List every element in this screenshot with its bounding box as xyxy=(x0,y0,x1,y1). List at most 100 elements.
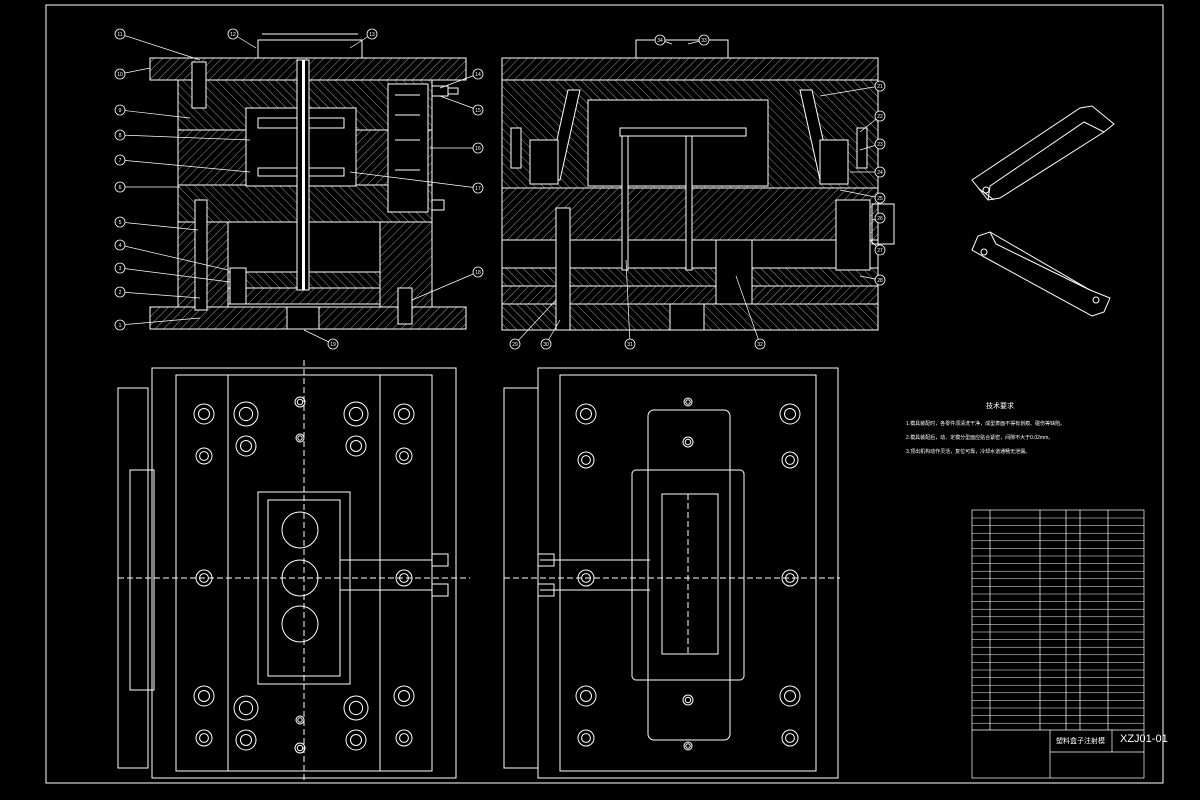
balloon-label: 14 xyxy=(475,72,481,78)
drawing-code: XZJ01-01 xyxy=(1120,733,1168,745)
bolt-hole xyxy=(683,397,693,407)
balloon-9: 9 xyxy=(114,104,191,119)
balloon-3: 3 xyxy=(114,262,231,283)
balloon-8: 8 xyxy=(114,129,251,141)
balloon-label: 21 xyxy=(877,84,883,90)
balloon-6: 6 xyxy=(114,181,180,193)
bolt-hole xyxy=(781,451,799,469)
bolt-hole xyxy=(575,403,597,425)
bolt-hole xyxy=(345,435,367,457)
balloon-label: 34 xyxy=(657,38,663,44)
side-balloon-6: 26 xyxy=(871,212,886,224)
bolt-hole xyxy=(343,695,369,721)
balloon-1: 1 xyxy=(114,317,201,331)
balloon-18: 18 xyxy=(411,266,484,301)
bolt-hole xyxy=(682,436,694,448)
balloon-label: 26 xyxy=(877,216,883,222)
balloon-2: 2 xyxy=(114,286,201,299)
side-balloon-13: 33 xyxy=(687,34,710,46)
balloon-16: 16 xyxy=(430,142,484,154)
balloon-label: 17 xyxy=(475,186,481,192)
balloon-label: 30 xyxy=(543,342,549,348)
balloon-14: 14 xyxy=(439,68,484,89)
balloon-label: 1 xyxy=(119,323,122,329)
part-isometric-view xyxy=(971,105,1115,317)
balloon-label: 9 xyxy=(119,108,122,114)
bolt-hole xyxy=(577,451,595,469)
drawing-title: 塑料盒子注射模 xyxy=(1056,738,1105,745)
bolt-hole xyxy=(294,742,306,754)
side-balloon-10: 30 xyxy=(540,319,561,350)
balloon-label: 16 xyxy=(475,146,481,152)
balloon-label: 3 xyxy=(119,266,122,272)
bolt-hole xyxy=(195,569,213,587)
moving-half-plan-view xyxy=(503,367,840,779)
balloon-7: 7 xyxy=(114,154,251,173)
balloon-15: 15 xyxy=(439,95,484,116)
balloon-label: 24 xyxy=(877,170,883,176)
side-balloon-9: 29 xyxy=(509,299,557,350)
note-line-2: 2.模具装配后，动、定模分型面应贴合紧密，间隙不大于0.02mm。 xyxy=(906,435,1054,441)
balloon-label: 23 xyxy=(877,142,883,148)
side-balloon-1: 21 xyxy=(819,80,886,97)
bolt-hole xyxy=(779,685,801,707)
balloon-5: 5 xyxy=(114,216,199,231)
balloon-4: 4 xyxy=(114,239,229,271)
side-balloon-4: 24 xyxy=(850,166,886,178)
bolt-hole xyxy=(195,729,213,747)
balloon-label: 32 xyxy=(757,342,763,348)
balloon-label: 8 xyxy=(119,133,122,139)
balloon-19: 19 xyxy=(303,329,339,350)
title-block xyxy=(971,509,1145,779)
bolt-hole xyxy=(577,569,595,587)
bolt-hole xyxy=(294,396,306,408)
note-line-3: 3.顶出机构动作灵活，复位可靠，冷却水道通畅无泄漏。 xyxy=(906,449,1031,455)
bolt-hole xyxy=(395,569,413,587)
side-balloon-5: 25 xyxy=(839,189,886,204)
bolt-hole xyxy=(295,715,305,725)
balloon-label: 29 xyxy=(512,342,518,348)
side-balloon-12: 32 xyxy=(735,275,766,350)
notes-heading: 技术要求 xyxy=(986,403,1014,410)
bolt-hole xyxy=(235,435,257,457)
side-balloon-7: 27 xyxy=(869,239,886,256)
bolt-hole xyxy=(343,401,369,427)
bolt-hole xyxy=(345,729,367,751)
sheet-border xyxy=(45,4,1164,784)
balloon-label: 13 xyxy=(369,32,375,38)
balloon-label: 31 xyxy=(627,342,633,348)
side-balloon-2: 22 xyxy=(859,110,886,133)
bolt-hole xyxy=(395,729,413,747)
balloon-label: 11 xyxy=(117,32,122,38)
balloon-10: 10 xyxy=(114,67,151,80)
balloon-label: 6 xyxy=(119,185,122,191)
bolt-hole xyxy=(779,403,801,425)
bolt-hole xyxy=(195,447,213,465)
note-line-1: 1.模具装配时，各零件须清洗干净，成型表面不得有划痕、碰伤等缺陷。 xyxy=(906,421,1066,427)
bolt-hole xyxy=(193,685,215,707)
balloon-label: 27 xyxy=(877,248,883,254)
bolt-hole xyxy=(575,685,597,707)
balloon-label: 18 xyxy=(475,270,481,276)
bolt-hole xyxy=(295,433,305,443)
bolt-hole xyxy=(395,447,413,465)
bolt-hole xyxy=(781,729,799,747)
balloon-13: 13 xyxy=(349,28,378,49)
bolt-hole xyxy=(781,569,799,587)
balloon-label: 22 xyxy=(877,114,883,120)
bolt-hole xyxy=(235,729,257,751)
side-balloon-11: 31 xyxy=(624,259,636,350)
balloon-label: 5 xyxy=(119,220,122,226)
balloon-label: 33 xyxy=(701,38,707,44)
bolt-hole xyxy=(233,695,259,721)
balloon-label: 25 xyxy=(877,196,883,202)
bolt-hole xyxy=(683,741,693,751)
bolt-hole xyxy=(393,685,415,707)
balloon-label: 12 xyxy=(230,32,236,38)
side-balloon-14: 34 xyxy=(654,34,673,46)
balloon-label: 2 xyxy=(119,290,122,296)
bolt-hole xyxy=(193,403,215,425)
fixed-half-plan-view xyxy=(117,360,470,780)
front-section-view xyxy=(149,33,467,330)
